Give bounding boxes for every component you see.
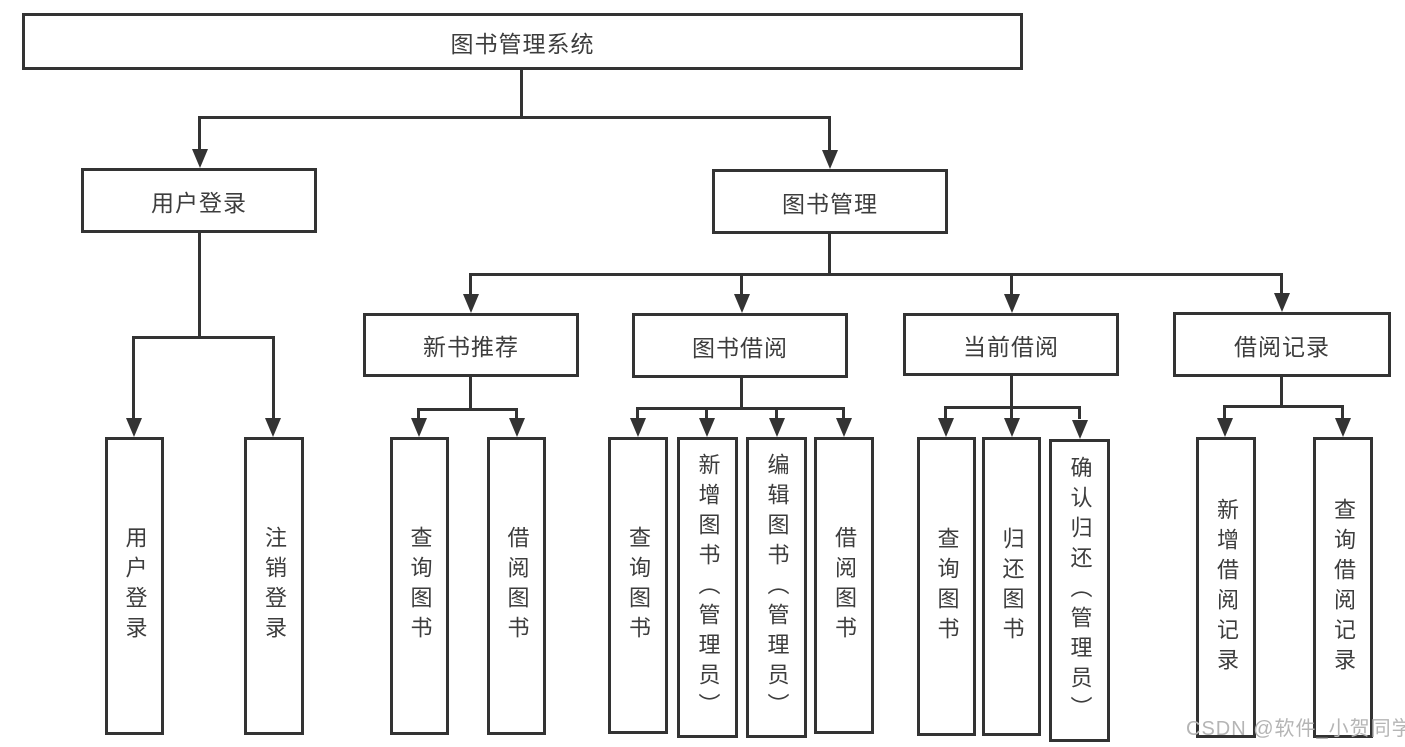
leaf-query-books-current-label: 查询图书 bbox=[934, 526, 960, 647]
leaf-query-borrow-record-label: 查询借阅记录 bbox=[1331, 497, 1356, 678]
node-book-management: 图书管理 bbox=[712, 169, 948, 234]
connector-line bbox=[469, 273, 472, 295]
node-new-book-recommend: 新书推荐 bbox=[363, 313, 579, 377]
connector-line bbox=[1223, 405, 1226, 419]
arrow-down-icon bbox=[192, 149, 208, 168]
arrow-down-icon bbox=[822, 150, 838, 169]
leaf-edit-books-admin-label: 编辑图书︵管理员︶ bbox=[764, 452, 790, 723]
connector-line bbox=[198, 116, 831, 119]
connector-line bbox=[1341, 405, 1344, 419]
connector-line bbox=[636, 407, 639, 419]
connector-line bbox=[775, 407, 778, 419]
connector-line bbox=[1223, 405, 1343, 408]
arrow-down-icon bbox=[1335, 418, 1351, 437]
leaf-add-books-admin-label: 新增图书︵管理员︶ bbox=[695, 452, 721, 723]
connector-line bbox=[1010, 273, 1013, 295]
leaf-logout: 注销登录 bbox=[244, 437, 304, 735]
arrow-down-icon bbox=[630, 418, 646, 437]
leaf-edit-books-admin: 编辑图书︵管理员︶ bbox=[746, 437, 807, 738]
node-current-borrowing-label: 当前借阅 bbox=[963, 333, 1059, 360]
arrow-down-icon bbox=[411, 418, 427, 437]
node-user-login-label: 用户登录 bbox=[151, 189, 247, 216]
connector-line bbox=[636, 407, 845, 410]
node-library-system: 图书管理系统 bbox=[22, 13, 1023, 70]
arrow-down-icon bbox=[126, 418, 142, 437]
leaf-return-books: 归还图书 bbox=[982, 437, 1041, 736]
connector-line bbox=[1010, 374, 1013, 409]
arrow-down-icon bbox=[699, 418, 715, 437]
node-borrowing-records: 借阅记录 bbox=[1173, 312, 1391, 377]
arrow-down-icon bbox=[734, 294, 750, 313]
arrow-down-icon bbox=[1072, 420, 1088, 439]
arrow-down-icon bbox=[938, 418, 954, 437]
connector-line bbox=[1280, 273, 1283, 295]
leaf-add-borrow-record-label: 新增借阅记录 bbox=[1214, 497, 1239, 678]
node-user-login: 用户登录 bbox=[81, 168, 317, 233]
connector-line bbox=[828, 233, 831, 276]
connector-line bbox=[469, 375, 472, 411]
leaf-query-books-borrowing-label: 查询图书 bbox=[626, 525, 651, 646]
connector-line bbox=[842, 407, 845, 419]
leaf-user-login-label: 用户登录 bbox=[122, 526, 148, 646]
node-book-borrowing-label: 图书借阅 bbox=[692, 334, 788, 361]
leaf-confirm-return-admin: 确认归还︵管理员︶ bbox=[1049, 439, 1110, 742]
connector-line bbox=[132, 336, 275, 339]
connector-line bbox=[198, 116, 201, 149]
arrow-down-icon bbox=[1274, 293, 1290, 312]
arrow-down-icon bbox=[509, 418, 525, 437]
leaf-borrow-books-recommend: 借阅图书 bbox=[487, 437, 546, 735]
arrow-down-icon bbox=[769, 418, 785, 437]
arrow-down-icon bbox=[463, 294, 479, 313]
connector-line bbox=[828, 116, 831, 150]
arrow-down-icon bbox=[836, 418, 852, 437]
arrow-down-icon bbox=[1217, 418, 1233, 437]
leaf-query-borrow-record: 查询借阅记录 bbox=[1313, 437, 1373, 738]
leaf-user-login: 用户登录 bbox=[105, 437, 164, 735]
connector-line bbox=[740, 273, 743, 295]
node-new-book-recommend-label: 新书推荐 bbox=[423, 334, 519, 360]
connector-line bbox=[705, 407, 708, 419]
arrow-down-icon bbox=[265, 418, 281, 437]
node-library-system-label: 图书管理系统 bbox=[450, 30, 595, 57]
connector-line bbox=[1280, 375, 1283, 408]
leaf-logout-label: 注销登录 bbox=[262, 526, 287, 646]
connector-line bbox=[1078, 406, 1081, 419]
connector-line bbox=[417, 408, 518, 411]
csdn-watermark: CSDN @软件_小贺同学 bbox=[1186, 718, 1405, 740]
leaf-query-books-current: 查询图书 bbox=[917, 437, 976, 736]
connector-line bbox=[132, 336, 135, 418]
node-current-borrowing: 当前借阅 bbox=[903, 313, 1119, 376]
node-book-management-label: 图书管理 bbox=[782, 190, 878, 217]
connector-line bbox=[944, 406, 947, 419]
connector-line bbox=[1010, 406, 1013, 419]
leaf-query-books-recommend: 查询图书 bbox=[390, 437, 449, 735]
arrow-down-icon bbox=[1004, 418, 1020, 437]
leaf-query-books-recommend-label: 查询图书 bbox=[407, 526, 433, 646]
leaf-add-books-admin: 新增图书︵管理员︶ bbox=[677, 437, 738, 738]
connector-line bbox=[272, 336, 275, 418]
connector-line bbox=[740, 376, 743, 410]
arrow-down-icon bbox=[1004, 294, 1020, 313]
connector-line bbox=[417, 408, 420, 419]
connector-line bbox=[198, 232, 201, 339]
leaf-confirm-return-admin-label: 确认归还︵管理员︶ bbox=[1067, 455, 1093, 726]
leaf-return-books-label: 归还图书 bbox=[999, 526, 1025, 647]
leaf-query-books-borrowing: 查询图书 bbox=[608, 437, 668, 734]
leaf-borrow-books-label: 借阅图书 bbox=[832, 525, 857, 646]
leaf-borrow-books-recommend-label: 借阅图书 bbox=[504, 526, 530, 646]
node-book-borrowing: 图书借阅 bbox=[632, 313, 848, 378]
leaf-add-borrow-record: 新增借阅记录 bbox=[1196, 437, 1256, 738]
node-borrowing-records-label: 借阅记录 bbox=[1234, 333, 1330, 360]
connector-line bbox=[520, 69, 523, 119]
connector-line bbox=[515, 408, 518, 419]
connector-line bbox=[469, 273, 1283, 276]
leaf-borrow-books: 借阅图书 bbox=[814, 437, 874, 734]
